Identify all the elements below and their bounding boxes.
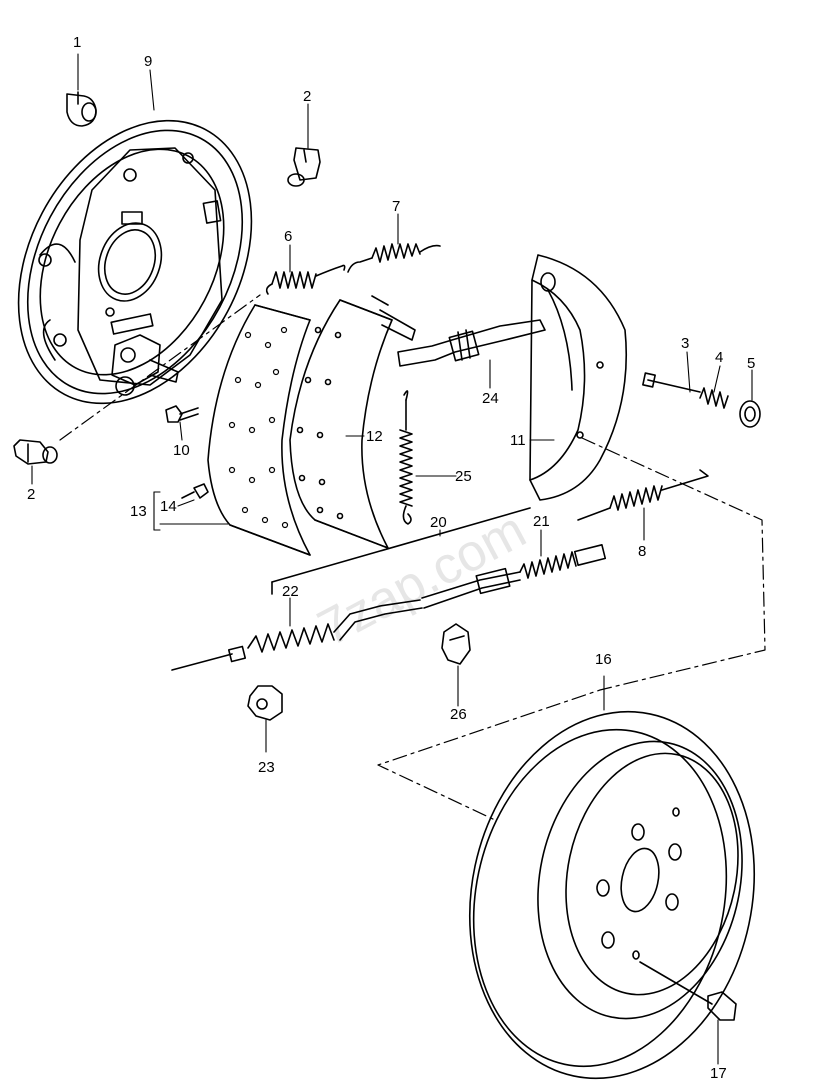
callout-17: 17: [710, 1065, 727, 1080]
part-4-spring: [700, 388, 728, 408]
watermark: 7zap.com: [309, 501, 535, 658]
callout-8: 8: [638, 543, 646, 560]
lining-rivet-holes: [230, 328, 288, 528]
callout-21: 21: [533, 513, 550, 530]
callout-23: 23: [258, 759, 275, 776]
part-12-brake-shoe: [290, 296, 415, 548]
callout-6: 6: [284, 228, 292, 245]
callout-14: 14: [160, 498, 177, 515]
part-2-bleeder-lower: [14, 440, 57, 464]
callout-9: 9: [144, 53, 152, 70]
callout-13: 13: [130, 503, 147, 520]
callout-20: 20: [430, 514, 447, 531]
part-22-cable-assembly: [172, 600, 422, 670]
part-20-cable-bracket: [272, 508, 530, 594]
part-24-adjuster: [398, 320, 545, 366]
part-11-brake-shoe-rear: [530, 255, 626, 500]
part-25-spring: [400, 391, 412, 524]
part-26-clip: [442, 624, 470, 664]
callout-2-upper: 2: [303, 88, 311, 105]
part-2-bleeder-upper: [288, 148, 320, 186]
callout-24: 24: [482, 390, 499, 407]
callout-2-lower: 2: [27, 486, 35, 503]
callout-11: 11: [510, 432, 526, 449]
callout-3: 3: [681, 335, 689, 352]
part-6-spring: [267, 266, 345, 295]
leader-lines: [32, 54, 752, 1064]
alignment-lines: [60, 295, 765, 820]
part-23-clip: [248, 686, 282, 720]
callout-16: 16: [595, 651, 612, 668]
callout-10: 10: [173, 442, 190, 459]
callout-labels: 1 9 2 2 3 4 5 6 7 8 10 11 12 13 14 16 17…: [27, 34, 755, 1080]
callout-5: 5: [747, 355, 755, 372]
part-10-bolt: [166, 406, 198, 422]
part-16-brake-drum: [437, 685, 788, 1080]
callout-4: 4: [715, 349, 723, 366]
part-7-spring: [348, 244, 440, 272]
part-14-rivet: [182, 484, 208, 498]
part-1-plug: [67, 92, 96, 126]
part-3-pin: [643, 373, 700, 392]
callout-7: 7: [392, 198, 400, 215]
part-21-cable-sleeve: [422, 545, 605, 608]
callout-12: 12: [366, 428, 383, 445]
part-5-cap: [740, 401, 760, 427]
callout-1: 1: [73, 34, 81, 51]
callout-25: 25: [455, 468, 472, 485]
part-13-brake-lining: [208, 305, 310, 555]
backing-plate: [0, 80, 298, 443]
part-17-bolt: [640, 962, 736, 1020]
callout-22: 22: [282, 583, 299, 600]
part-8-spring: [578, 470, 708, 520]
callout-26: 26: [450, 706, 467, 723]
